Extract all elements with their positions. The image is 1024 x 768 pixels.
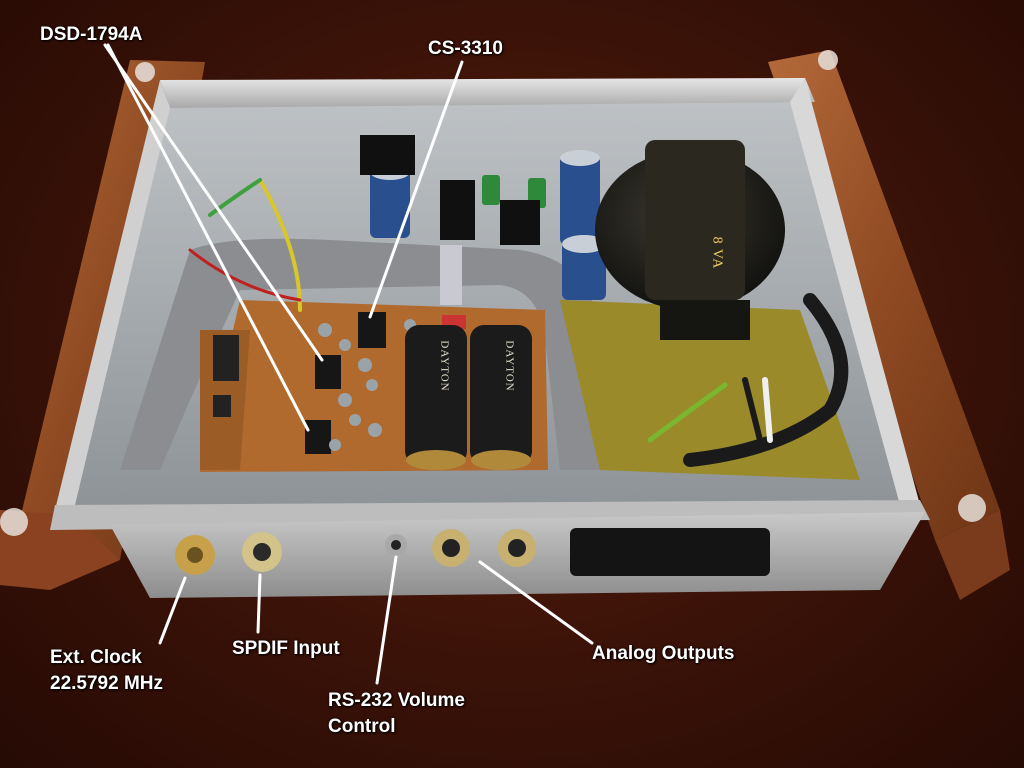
ext-clock-label: Ext. Clock 22.5792 MHz: [50, 645, 163, 697]
capacitor-brand-right: DAYTON: [503, 340, 516, 392]
rs232-label: RS-232 Volume Control: [328, 688, 465, 740]
transformer-rating: 8 VA: [709, 236, 725, 270]
spdif-label: SPDIF Input: [232, 638, 340, 659]
toroidal-transformer: [595, 140, 785, 340]
film-capacitors: [405, 325, 532, 470]
analog-outputs-label: Analog Outputs: [592, 643, 735, 664]
cs-chip-label: CS-3310: [428, 38, 503, 59]
front-connectors: [175, 529, 536, 575]
rs232-label-line1: RS-232 Volume: [328, 690, 465, 711]
felt-liner: [120, 238, 610, 470]
iec-power-inlet: [570, 528, 770, 576]
capacitor-brand-left: DAYTON: [438, 340, 451, 392]
rs232-label-line2: Control: [328, 716, 396, 737]
dsd-chip-label: DSD-1794A: [40, 24, 143, 45]
ext-clock-label-line1: Ext. Clock: [50, 647, 142, 668]
ext-clock-label-line2: 22.5792 MHz: [50, 673, 164, 694]
